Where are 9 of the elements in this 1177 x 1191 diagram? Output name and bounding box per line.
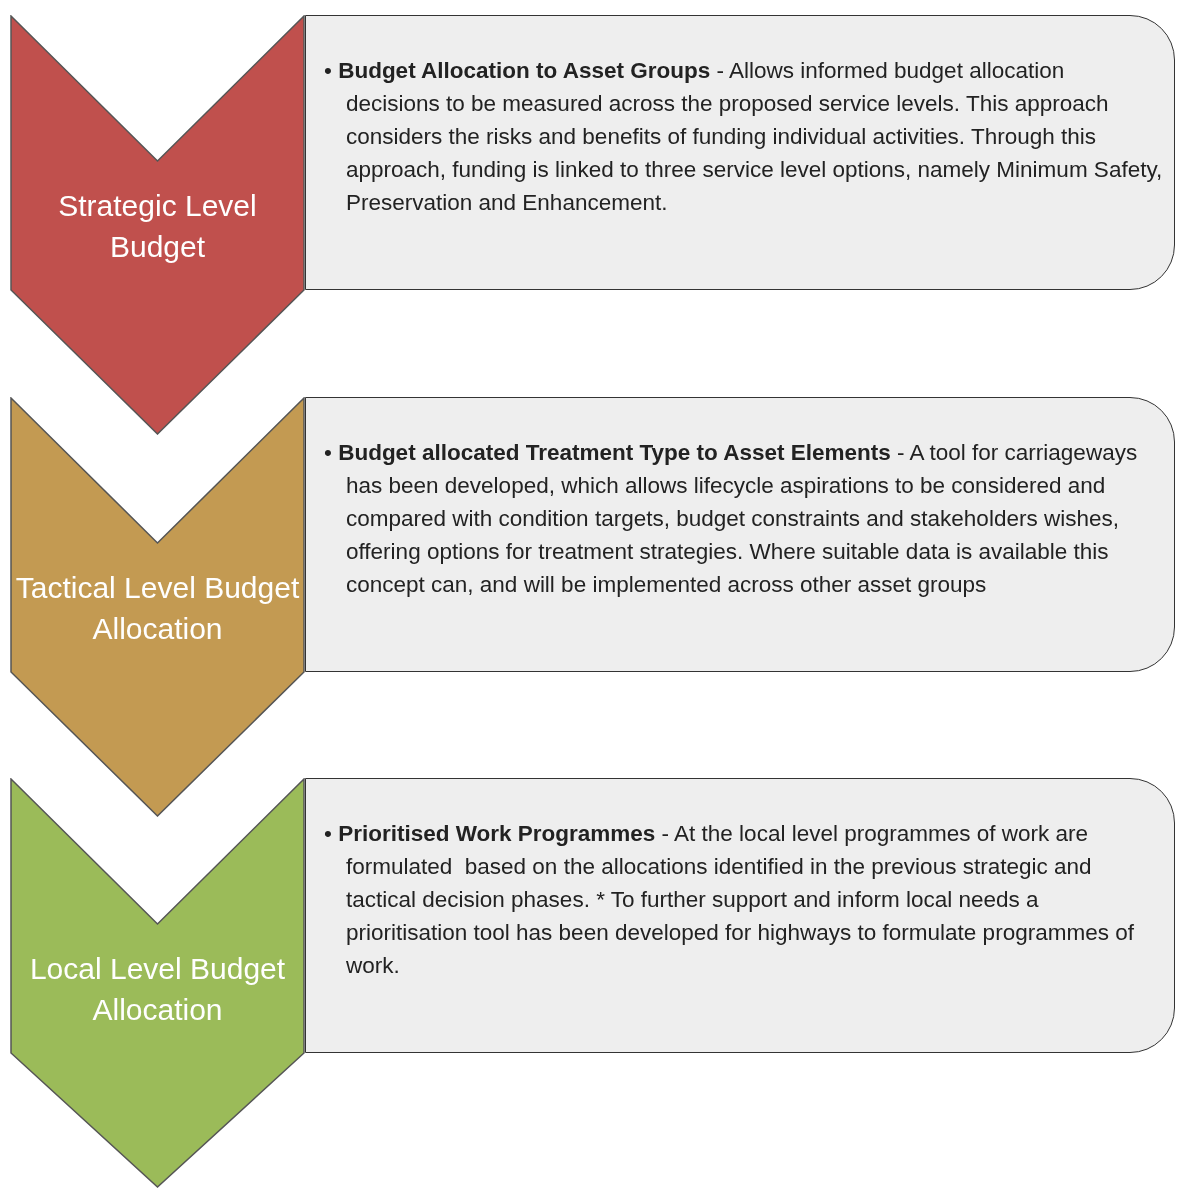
level-title: Tactical Level Budget Allocation: [14, 570, 301, 647]
level-title: Local Level Budget Allocation: [28, 951, 287, 1028]
description-panel: [305, 778, 1175, 1053]
bullet-text: • Budget Allocation to Asset Groups - Allows informed budget allocation decisions to be measured across the proposed service levels. This approach considers the risks and benefits of funding individual activities. Through this approach, funding is linked to three service level options, namely Minimum Safety, Preservation and Enhancement.: [324, 57, 1164, 217]
level-title: Strategic Level Budget: [57, 188, 258, 265]
bullet-text: • Budget allocated Treatment Type to Asset Elements - A tool for carriageways has been developed, which allows lifecycle aspirations to be considered and compared with condition targets, budget constraints and stakeholders wishes, offering options for treatment strategies. Where suitable data is available this concept can, and will be implemented across other asset groups: [324, 439, 1139, 599]
description-panel: [305, 397, 1175, 672]
description-panel: [305, 15, 1175, 290]
bullet-text: • Prioritised Work Programmes - At the local level programmes of work are formulated based on the allocations identified in the previous strategic and tactical decision phases. * To further support and inform local needs a prioritisation tool has been developed for highways to formulate programmes of work.: [324, 820, 1135, 980]
